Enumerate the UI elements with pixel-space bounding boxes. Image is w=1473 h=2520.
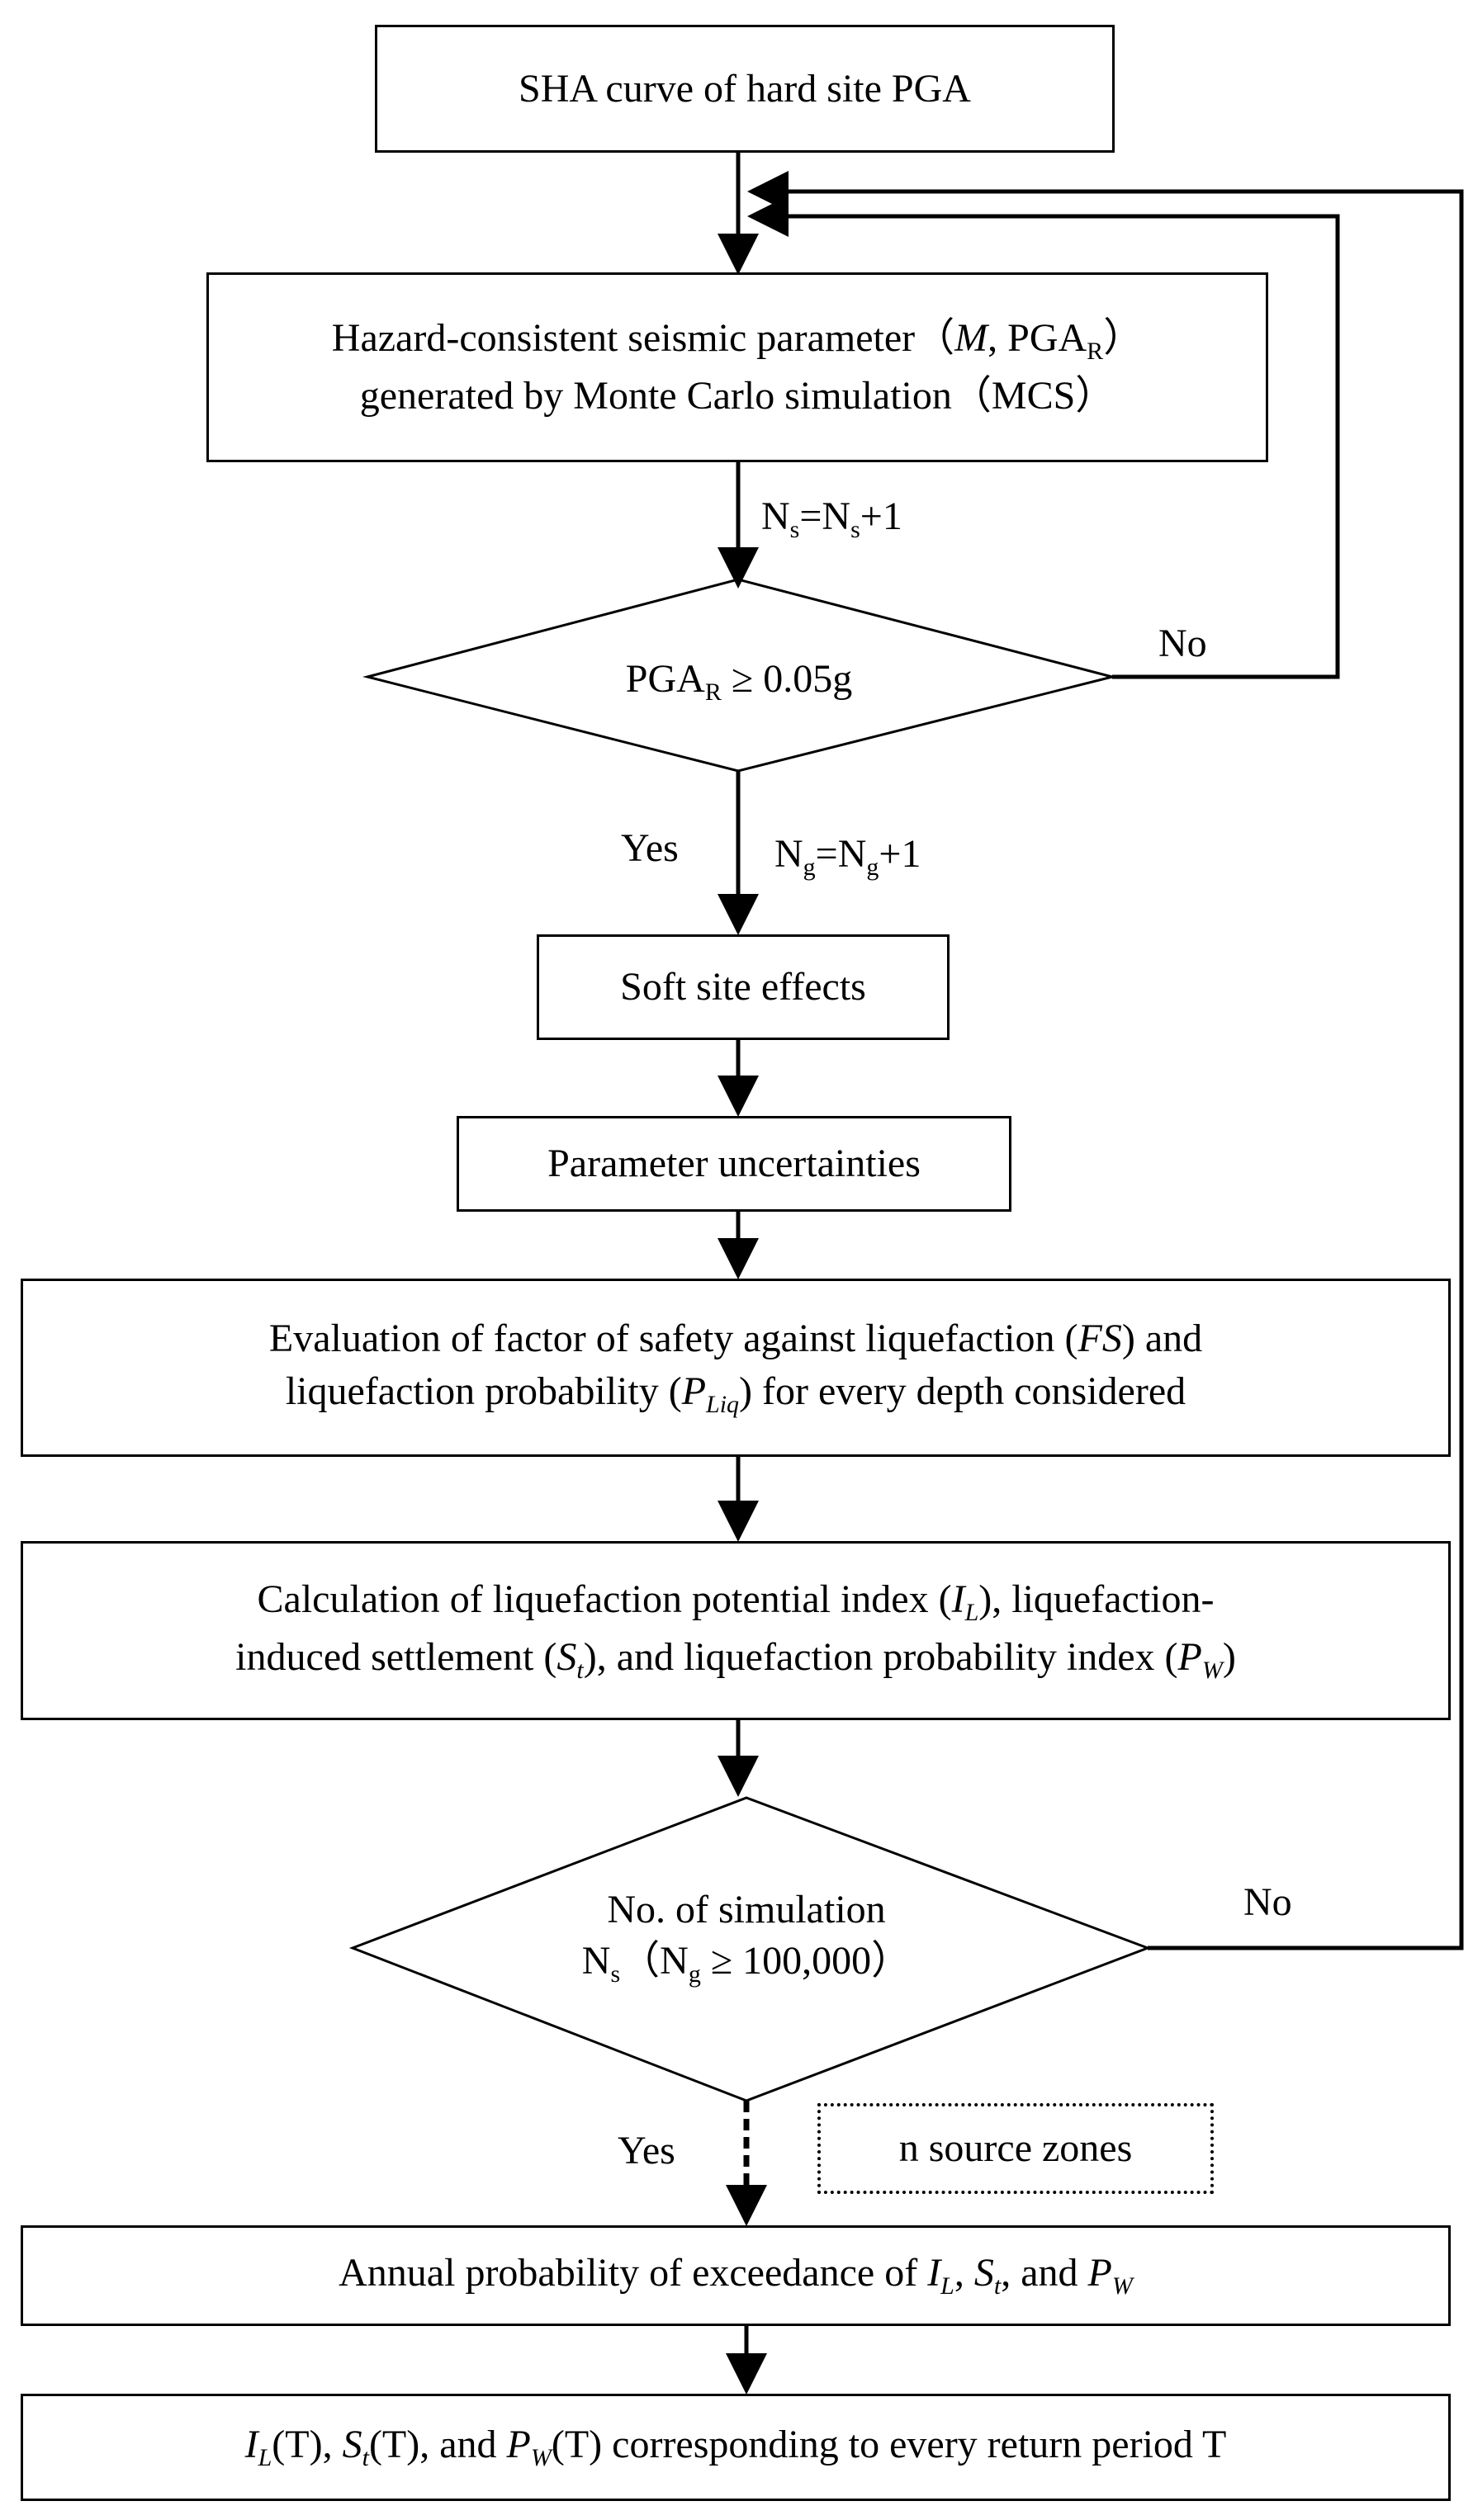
node-source-zones: n source zones [817,2103,1214,2194]
param-unc-label: Parameter uncertainties [547,1142,921,1185]
sim-line1: No. of simulation [607,1888,886,1931]
node-sha-text: SHA curve of hard site PGA [519,63,971,116]
fs-line1: Evaluation of factor of safety against l… [268,1317,1203,1360]
node-calculation: Calculation of liquefaction potential in… [21,1541,1451,1720]
label-pga-no: No [1158,622,1207,665]
mcs-line2: generated by Monte Carlo simulation（MCS） [359,374,1115,418]
node-sha-curve: SHA curve of hard site PGA [375,25,1115,153]
fs-line2: liquefaction probability (PLiq) for ever… [285,1369,1186,1418]
mcs-line1: Hazard-consistent seismic parameter（M, P… [331,316,1144,365]
node-return-period: IL(T), St(T), and PW(T) corresponding to… [21,2394,1451,2501]
label-ns-increment: Ns=Ns+1 [761,494,902,543]
node-param-uncertainties: Parameter uncertainties [457,1116,1011,1212]
label-sim-no: No [1243,1880,1292,1924]
calc-line1: Calculation of liquefaction potential in… [257,1577,1215,1626]
node-mcs: Hazard-consistent seismic parameter（M, P… [206,272,1268,462]
sim-check-diamond [348,1796,1152,2102]
edge-pga-no-loop [747,196,1340,679]
pga-check-label: PGAR ≥ 0.05g [625,657,853,706]
label-sim-yes: Yes [618,2129,675,2172]
sim-line2: Ns（Ng ≥ 100,000） [581,1939,912,1988]
return-period-label: IL(T), St(T), and PW(T) corresponding to… [244,2423,1227,2471]
calc-line2: induced settlement (St), and liquefactio… [235,1634,1236,1684]
node-soft-site: Soft site effects [537,934,950,1040]
sim-check-label: No. of simulation Ns（Ng ≥ 100,000） [499,1884,994,1992]
edge-sim-no-loop [747,171,1464,1950]
node-annual-probability: Annual probability of exceedance of IL, … [21,2225,1451,2326]
node-fs-evaluation: Evaluation of factor of safety against l… [21,1279,1451,1457]
annual-label: Annual probability of exceedance of IL, … [339,2251,1133,2300]
sha-label: SHA curve of hard site PGA [519,66,971,111]
label-ng-increment: Ng=Ng+1 [774,832,921,881]
soft-site-label: Soft site effects [620,965,866,1009]
label-pga-yes: Yes [621,826,679,870]
source-zones-label: n source zones [898,2126,1133,2170]
